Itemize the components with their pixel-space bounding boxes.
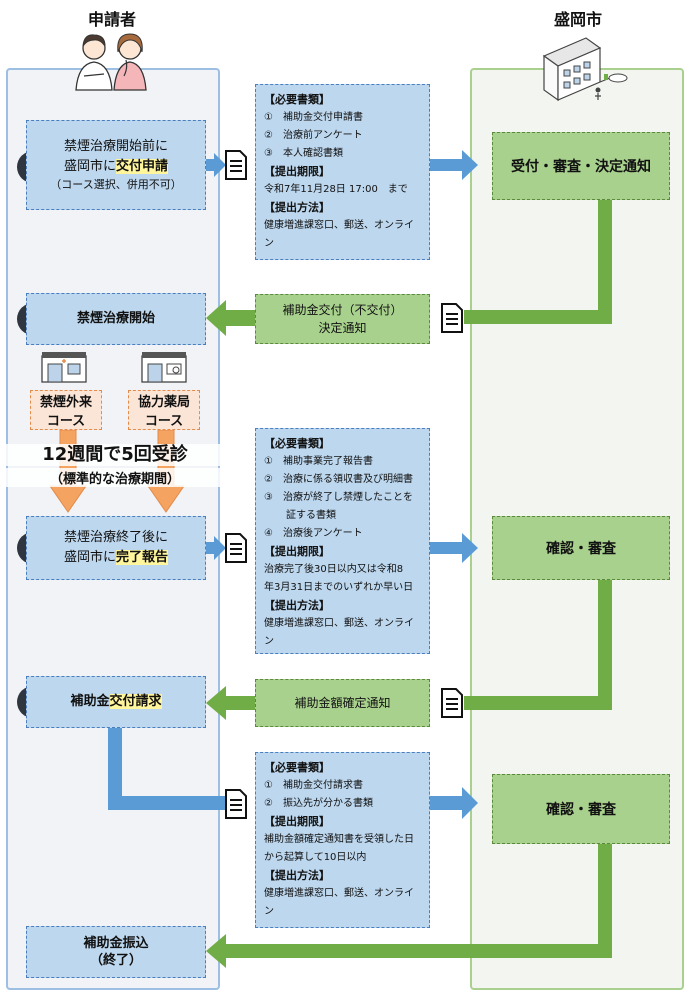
doc1-method-heading: 【提出方法】 bbox=[264, 201, 330, 214]
city-step-review-decision: 受付・審査・決定通知 bbox=[492, 132, 670, 200]
notice-amount-line1: 補助金額確定通知 bbox=[294, 696, 391, 710]
city-step-confirm-2: 確認・審査 bbox=[492, 774, 670, 844]
notice-decision-line1: 補助金交付（不交付） bbox=[282, 303, 403, 317]
doc1-item: ② 治療前アンケート bbox=[264, 130, 363, 141]
doc3-required-heading: 【必要書類】 bbox=[264, 761, 330, 774]
doc1-item: ③ 本人確認書類 bbox=[264, 148, 343, 159]
step-3-highlight: 完了報告 bbox=[116, 550, 169, 565]
doc3-deadline: 補助金額確定通知書を受領した日 bbox=[264, 834, 414, 845]
step-5-box: 補助金振込 （終了） bbox=[26, 926, 206, 978]
doc3-method: 健康増進課窓口、郵送、オンライン bbox=[264, 888, 414, 917]
city-hall-icon bbox=[542, 37, 628, 102]
people-icon bbox=[75, 33, 147, 91]
step-4-box: 補助金交付請求 bbox=[26, 676, 206, 728]
pharmacy-icon bbox=[141, 352, 187, 383]
doc2-deadline: 年3月31日までのいずれか早い日 bbox=[264, 582, 414, 593]
notice-decision: 補助金交付（不交付） 決定通知 bbox=[255, 294, 430, 344]
doc3-deadline-heading: 【提出期限】 bbox=[264, 815, 330, 828]
step-4-highlight: 交付請求 bbox=[109, 694, 162, 709]
doc1-item: ① 補助金交付申請書 bbox=[264, 112, 363, 123]
doc-box-3: 【必要書類】 ① 補助金交付請求書 ② 振込先が分かる書類 【提出期限】 補助金… bbox=[255, 752, 430, 928]
applicant-lane-title: 申請者 bbox=[87, 10, 136, 29]
document-icon bbox=[225, 789, 247, 819]
outpatient-course-line2: コース bbox=[46, 414, 86, 429]
step-1-line2-pre: 盛岡市に bbox=[63, 159, 116, 174]
doc3-item: ① 補助金交付請求書 bbox=[264, 780, 363, 791]
step-3-line2-pre: 盛岡市に bbox=[63, 550, 116, 565]
outpatient-course-line1: 禁煙外来 bbox=[39, 395, 92, 410]
step-1-line1: 禁煙治療開始前に bbox=[63, 139, 168, 154]
doc2-method: 健康増進課窓口、郵送、オンライン bbox=[264, 618, 414, 647]
step-1-apply-box: 禁煙治療開始前に 盛岡市に交付申請 （コース選択、併用不可） bbox=[26, 120, 206, 210]
doc2-item: ② 治療に係る領収書及び明細書 bbox=[264, 474, 413, 485]
doc-box-1: 【必要書類】 ① 補助金交付申請書 ② 治療前アンケート ③ 本人確認書類 【提… bbox=[255, 84, 430, 260]
step-1-highlight: 交付申請 bbox=[116, 159, 169, 174]
visits-main: 12週間で5回受診 bbox=[0, 444, 230, 466]
doc3-deadline: から起算して10日以内 bbox=[264, 852, 367, 863]
doc1-method: 健康増進課窓口、郵送、オンライン bbox=[264, 220, 414, 249]
pharmacy-course-line2: コース bbox=[144, 414, 184, 429]
doc2-item: ④ 治療後アンケート bbox=[264, 528, 363, 539]
doc3-method-heading: 【提出方法】 bbox=[264, 869, 330, 882]
step-3-report-box: 禁煙治療終了後に 盛岡市に完了報告 bbox=[26, 516, 206, 580]
step-3-line1: 禁煙治療終了後に bbox=[63, 530, 168, 545]
step-5-line1: 補助金振込 bbox=[83, 936, 149, 951]
doc1-deadline: 令和7年11月28日 17:00 まで bbox=[264, 184, 408, 195]
city-lane-title: 盛岡市 bbox=[553, 10, 602, 29]
step-5-line2: （終了） bbox=[89, 953, 142, 968]
step-1-note: （コース選択、併用不可） bbox=[50, 178, 182, 191]
document-icon bbox=[225, 150, 247, 180]
doc2-item: ① 補助事業完了報告書 bbox=[264, 456, 373, 467]
pharmacy-course-line1: 協力薬局 bbox=[137, 395, 190, 410]
doc1-deadline-heading: 【提出期限】 bbox=[264, 165, 330, 178]
clinic-icon bbox=[41, 352, 87, 383]
doc2-method-heading: 【提出方法】 bbox=[264, 599, 330, 612]
doc3-item: ② 振込先が分かる書類 bbox=[264, 798, 373, 809]
doc2-deadline-heading: 【提出期限】 bbox=[264, 545, 330, 558]
visits-sub: （標準的な治療期間） bbox=[0, 468, 230, 487]
doc2-item: 証する書類 bbox=[286, 510, 336, 521]
notice-amount-confirmed: 補助金額確定通知 bbox=[255, 679, 430, 727]
doc-box-2: 【必要書類】 ① 補助事業完了報告書 ② 治療に係る領収書及び明細書 ③ 治療が… bbox=[255, 428, 430, 654]
doc1-required-heading: 【必要書類】 bbox=[264, 93, 330, 106]
document-icon bbox=[441, 303, 463, 333]
doc2-item: ③ 治療が終了し禁煙したことを bbox=[264, 492, 413, 503]
doc2-deadline: 治療完了後30日以内又は令和8 bbox=[264, 564, 404, 575]
notice-decision-line2: 決定通知 bbox=[318, 321, 367, 335]
document-icon bbox=[441, 688, 463, 718]
step-2-box: 禁煙治療開始 bbox=[26, 293, 206, 345]
step-4-pre: 補助金 bbox=[70, 694, 110, 709]
document-icon bbox=[225, 533, 247, 563]
city-step-confirm-1: 確認・審査 bbox=[492, 516, 670, 580]
step-2-label: 禁煙治療開始 bbox=[76, 311, 155, 326]
doc2-required-heading: 【必要書類】 bbox=[264, 437, 330, 450]
